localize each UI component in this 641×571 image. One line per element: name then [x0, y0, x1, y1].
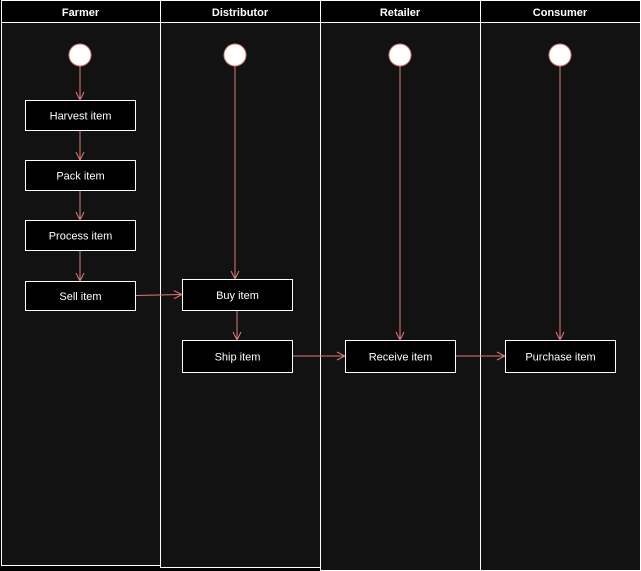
activity-buy[interactable]: Buy item [182, 279, 293, 311]
activity-ship-box[interactable] [182, 340, 293, 373]
activity-harvest[interactable]: Harvest item [25, 100, 136, 131]
activity-sell[interactable]: Sell item [25, 281, 136, 311]
activity-receive[interactable]: Receive item [345, 340, 456, 373]
lane-farmer-title: Farmer [62, 7, 100, 19]
activity-harvest-label: Harvest item [50, 111, 112, 123]
activity-sell-box[interactable] [25, 281, 136, 311]
activity-purchase-box[interactable] [505, 340, 616, 373]
start-node-retailer [388, 43, 412, 67]
activity-receive-box[interactable] [345, 340, 456, 373]
activity-process-label: Process item [49, 231, 113, 243]
activity-buy-box[interactable] [182, 279, 293, 311]
start-node-consumer [548, 43, 572, 67]
activity-purchase-label: Purchase item [525, 352, 595, 364]
start-node-farmer [68, 43, 92, 67]
lane-distributor-title: Distributor [212, 7, 269, 19]
lane-retailer-title: Retailer [380, 7, 421, 19]
activity-process-box[interactable] [25, 220, 136, 251]
activity-harvest-box[interactable] [25, 100, 136, 131]
activity-process[interactable]: Process item [25, 220, 136, 251]
activity-purchase[interactable]: Purchase item [505, 340, 616, 373]
activity-pack[interactable]: Pack item [25, 160, 136, 191]
activity-sell-label: Sell item [59, 291, 101, 303]
start-node-distributor [223, 43, 247, 67]
activity-ship[interactable]: Ship item [182, 340, 293, 373]
activity-buy-label: Buy item [216, 290, 259, 302]
activity-receive-label: Receive item [369, 352, 433, 364]
activity-pack-box[interactable] [25, 160, 136, 191]
lane-consumer-title: Consumer [533, 7, 588, 19]
activity-ship-label: Ship item [215, 352, 261, 364]
flow-arrow-sell-to-buy [134, 295, 182, 296]
activity-pack-label: Pack item [56, 171, 104, 183]
